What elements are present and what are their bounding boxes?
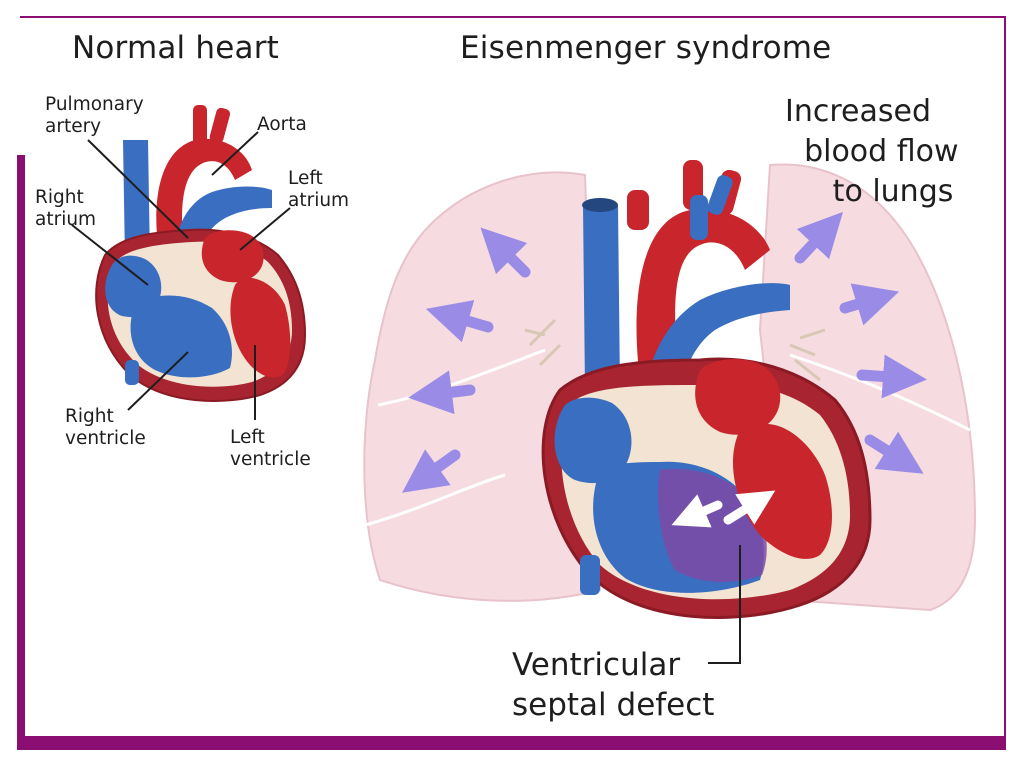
right-lung-fissure bbox=[789, 353, 971, 432]
pulmonary-branch bbox=[707, 175, 733, 215]
leader-aorta bbox=[211, 131, 259, 176]
flow-arrow bbox=[408, 370, 476, 415]
left-atrium bbox=[695, 359, 781, 435]
normal-inferior-vena-cava bbox=[125, 360, 139, 385]
normal-heart bbox=[95, 105, 307, 402]
shunt-arrow bbox=[723, 490, 776, 525]
right-atrium bbox=[554, 397, 632, 484]
frame-border-left bbox=[17, 155, 25, 745]
leader-left-atrium bbox=[239, 207, 291, 251]
left-lung-fissure bbox=[377, 348, 546, 407]
flow-arrow bbox=[402, 449, 461, 493]
label-increased-blood-flow: Increased blood flow to lungs bbox=[785, 94, 959, 209]
leader-right-atrium bbox=[71, 224, 149, 286]
label-pulmonary-artery: Pulmonary artery bbox=[45, 94, 144, 137]
leader-lines bbox=[71, 131, 741, 664]
leader-vsd bbox=[708, 545, 741, 664]
flow-arrows bbox=[402, 211, 927, 493]
label-right-ventricle: Right ventricle bbox=[65, 406, 146, 449]
label-ventricular-septal-defect: Ventricular septal defect bbox=[512, 647, 715, 723]
superior-vena-cava bbox=[583, 205, 620, 390]
normal-right-atrium bbox=[105, 255, 162, 318]
right-bronchus bbox=[789, 328, 826, 382]
normal-aorta-branch bbox=[209, 107, 231, 144]
normal-superior-vena-cava bbox=[123, 140, 150, 260]
left-bronchus bbox=[524, 318, 562, 367]
flow-arrow bbox=[480, 227, 531, 278]
aorta-branch bbox=[627, 190, 649, 230]
left-lung bbox=[363, 171, 602, 602]
flow-arrow bbox=[856, 354, 927, 399]
normal-heart-title: Normal heart bbox=[72, 30, 280, 66]
normal-pulmonary-artery bbox=[171, 186, 272, 300]
label-left-ventricle: Left ventricle bbox=[230, 427, 311, 470]
eisenmenger-heart bbox=[541, 160, 872, 619]
flow-arrow bbox=[839, 283, 900, 326]
label-right-atrium: Right atrium bbox=[35, 187, 97, 230]
normal-aorta-branch bbox=[193, 105, 207, 145]
shunt-arrow bbox=[671, 494, 723, 528]
inferior-vena-cava bbox=[580, 555, 600, 595]
flow-arrow bbox=[794, 211, 844, 264]
normal-left-ventricle bbox=[230, 277, 291, 378]
label-left-atrium: Left atrium bbox=[288, 168, 350, 211]
frame-border-top bbox=[20, 16, 1006, 18]
label-aorta: Aorta bbox=[257, 114, 307, 135]
pulmonary-branch bbox=[690, 195, 708, 240]
vena-cava-opening bbox=[582, 198, 618, 212]
flow-arrow bbox=[864, 431, 924, 474]
left-lung-fissure-lower bbox=[364, 473, 506, 527]
frame-border-bottom bbox=[17, 736, 1006, 750]
frame-border-right bbox=[1004, 16, 1006, 736]
flow-arrow bbox=[425, 300, 494, 343]
leader-pulmonary-artery bbox=[87, 139, 189, 239]
eisenmenger-title: Eisenmenger syndrome bbox=[460, 30, 832, 66]
leader-right-ventricle bbox=[127, 351, 189, 411]
normal-right-ventricle bbox=[130, 295, 232, 378]
left-ventricle bbox=[732, 423, 832, 559]
